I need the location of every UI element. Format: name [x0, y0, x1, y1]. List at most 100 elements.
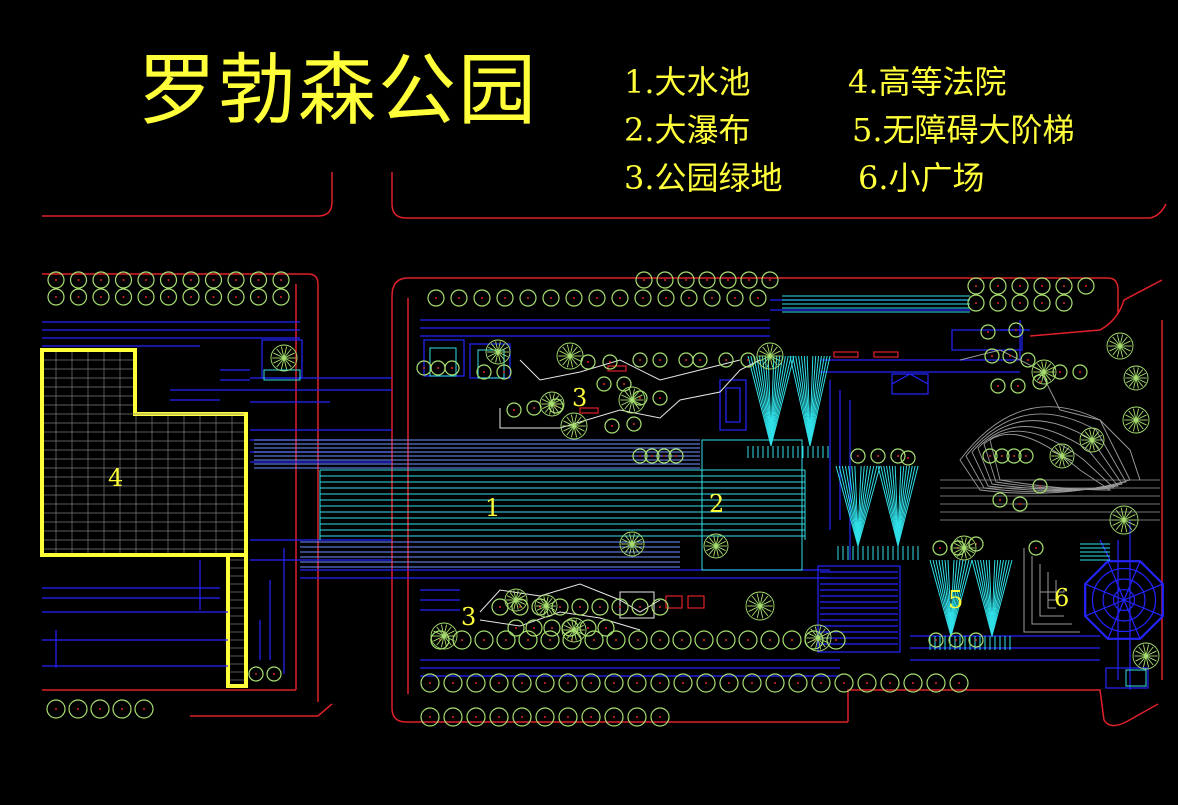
tree-canopy — [967, 277, 985, 295]
tree-canopy — [726, 289, 744, 307]
tree-canopy — [272, 288, 290, 306]
large-tree-branch — [628, 388, 633, 401]
tree-canopy — [635, 271, 653, 289]
road-edge-left-block-top — [42, 273, 319, 702]
tree-canopy — [204, 271, 223, 289]
tree-trunk — [55, 279, 57, 281]
tree-canopy — [496, 289, 514, 307]
tree — [782, 630, 802, 650]
tree-canopy — [834, 673, 854, 693]
tree-trunk — [513, 409, 515, 411]
tree — [668, 448, 684, 464]
tree-trunk — [659, 359, 661, 361]
cascade-chevron — [894, 465, 902, 535]
tree-canopy — [692, 352, 708, 368]
tree — [249, 271, 268, 289]
tree-canopy — [420, 673, 440, 693]
tree-trunk — [1025, 455, 1027, 457]
large-tree-branch — [713, 545, 717, 557]
large-tree-branch — [954, 547, 965, 554]
zone-label-3-north: 3 — [572, 384, 588, 412]
tree — [1010, 378, 1026, 394]
tree — [788, 673, 808, 693]
tree-trunk — [579, 606, 581, 608]
cascade-chevron — [764, 355, 778, 435]
tree-canopy — [249, 288, 268, 306]
large-tree-branch — [545, 605, 553, 615]
tree-canopy — [159, 288, 178, 306]
north-garden-path-2 — [519, 359, 741, 381]
tree — [1020, 352, 1036, 368]
tree — [444, 360, 460, 376]
tree — [967, 294, 985, 312]
large-tree-branch — [817, 632, 829, 639]
cascade-chevron — [980, 559, 1004, 631]
tree-trunk — [77, 279, 80, 281]
tree-canopy — [420, 707, 440, 727]
tree-trunk — [521, 716, 523, 718]
cascade-chevron — [792, 355, 828, 445]
tree-trunk — [997, 285, 999, 287]
tree — [626, 416, 642, 432]
tree-canopy — [651, 598, 669, 616]
tree — [496, 364, 512, 380]
large-tree-branch — [283, 357, 288, 370]
tree-trunk — [505, 639, 507, 641]
large-tree-branch — [443, 626, 452, 637]
tree-trunk — [774, 682, 776, 684]
tree — [581, 673, 601, 693]
tree — [650, 673, 670, 693]
tree-trunk — [757, 297, 759, 299]
tree-trunk — [975, 302, 977, 304]
large-tree-branch — [1123, 514, 1136, 521]
waterfall-box — [701, 439, 803, 571]
tree-canopy — [989, 277, 1007, 295]
cascade-chevron — [886, 465, 910, 541]
large-tree-branch — [433, 630, 445, 637]
tree — [182, 271, 200, 289]
tree — [1012, 496, 1028, 512]
tree-trunk — [987, 331, 989, 333]
large-tree-branch — [573, 425, 578, 438]
large-tree-branch — [573, 629, 577, 641]
large-tree-branch — [807, 637, 819, 644]
large-tree-branch — [706, 540, 717, 547]
large-tree-canopy — [430, 622, 458, 650]
tree — [443, 673, 463, 693]
large-tree-branch — [1119, 340, 1131, 347]
large-tree-branch — [1091, 434, 1102, 441]
tree-trunk — [636, 716, 638, 718]
tree — [90, 699, 110, 719]
large-tree-branch — [564, 629, 575, 636]
tree-trunk — [483, 371, 485, 373]
tree-canopy — [584, 630, 604, 650]
large-tree-branch — [769, 355, 774, 368]
tree-trunk — [935, 682, 937, 684]
tree-canopy — [634, 289, 652, 307]
large-tree-branch — [963, 547, 972, 557]
cascade-chevron — [988, 559, 996, 625]
cascade-chevron — [761, 355, 781, 437]
large-tree-branch — [1043, 366, 1054, 373]
tree — [656, 271, 674, 289]
large-tree-branch — [497, 351, 506, 361]
tree-canopy — [616, 376, 632, 392]
large-tree-branch — [769, 355, 781, 362]
large-tree-branch — [562, 346, 571, 357]
tree-trunk — [706, 279, 708, 281]
large-tree-branch — [759, 605, 764, 619]
tree-canopy — [673, 673, 693, 693]
tree-canopy — [1055, 294, 1073, 312]
cascade-chevron — [883, 465, 913, 543]
east-entry — [1105, 667, 1149, 689]
large-tree-branch — [563, 425, 575, 432]
tree-trunk — [1041, 285, 1043, 287]
tree-canopy — [990, 378, 1006, 394]
large-tree-branch — [515, 599, 526, 605]
tree — [616, 376, 632, 392]
large-tree-branch — [551, 403, 555, 415]
tree-canopy — [650, 707, 670, 727]
large-tree-branch — [562, 355, 571, 366]
large-tree-canopy — [539, 391, 565, 417]
legend-item-3: 3.公园绿地 — [624, 159, 783, 197]
